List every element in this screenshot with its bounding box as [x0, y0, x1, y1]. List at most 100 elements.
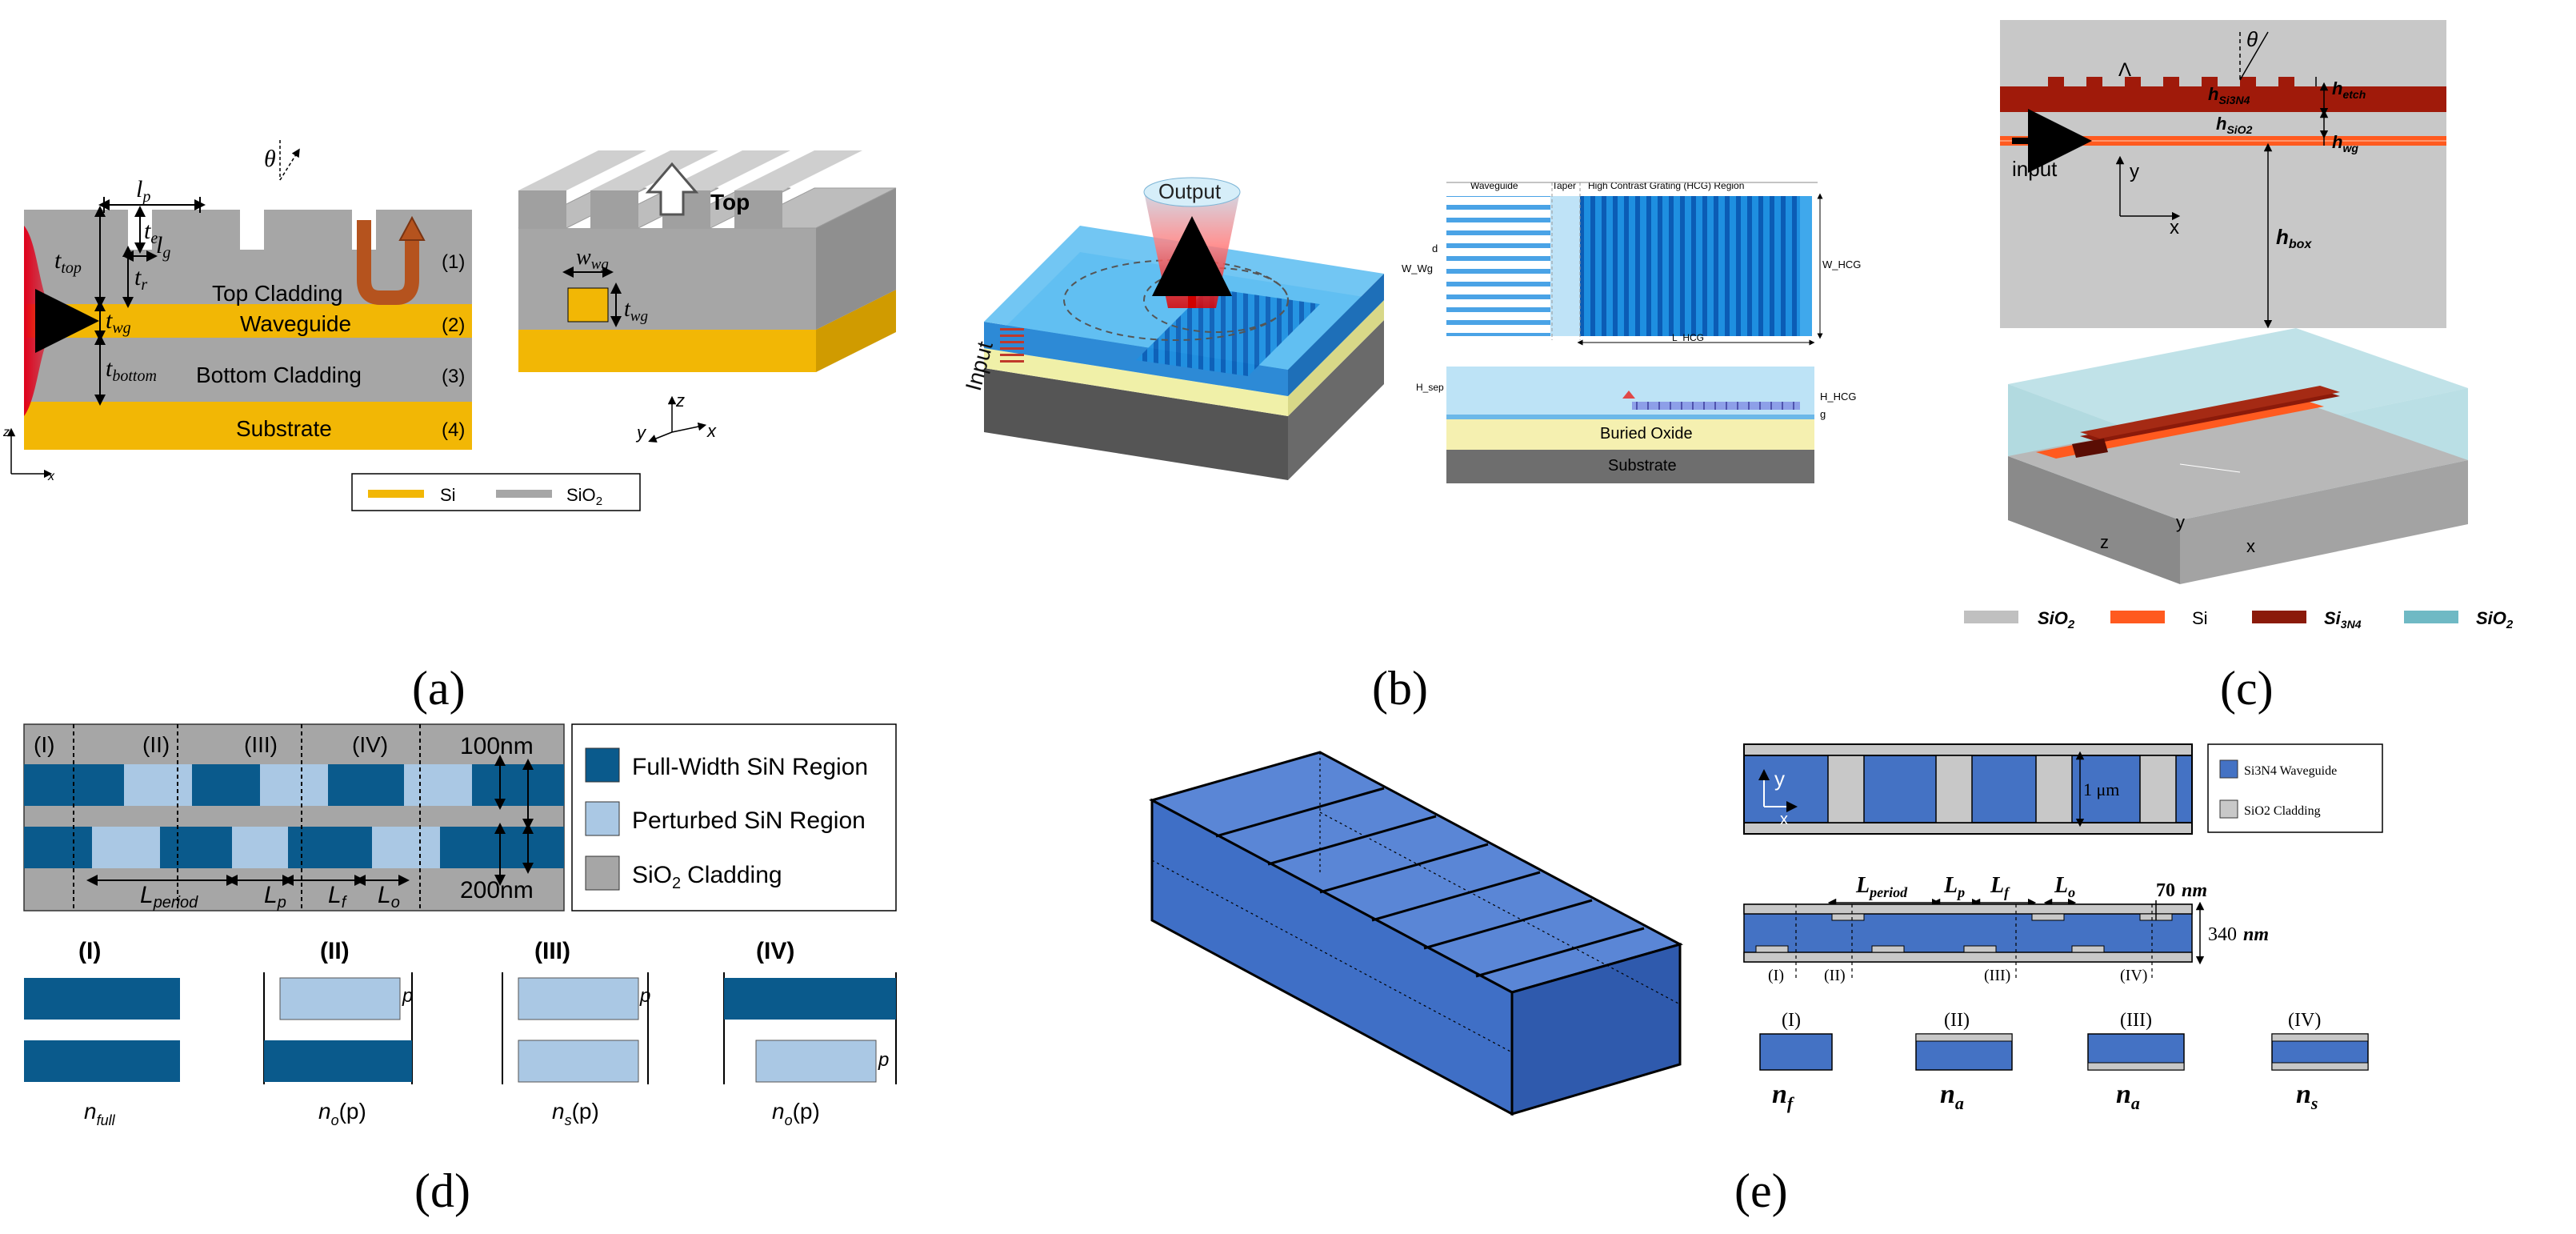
buried-oxide-label: Buried Oxide [1600, 425, 1693, 443]
theta-label-b: θ [1206, 260, 1216, 280]
index-e-1: nf [1772, 1080, 1795, 1113]
index-d-1: nfull [84, 1099, 116, 1128]
label-theta: θ [264, 146, 276, 172]
layer-number-4: (4) [442, 419, 465, 441]
legend-c-sio2-clad-swatch [2404, 611, 2458, 623]
top-arrow-icon [645, 162, 699, 216]
substrate-label-b: Substrate [1608, 457, 1677, 475]
panel-b-3d-device: Output θ g Input [961, 177, 1384, 480]
x-axis-3d-icon [671, 422, 707, 433]
legend-d-cladding-swatch [585, 855, 620, 891]
layer-top-cladding: Top Cladding [212, 281, 342, 306]
legend-si-swatch [368, 490, 424, 498]
middle-3d-waveguide [1149, 751, 1683, 1116]
input-label-c: input [2012, 157, 2058, 181]
cs-d-3-title: (III) [534, 938, 570, 964]
panel-d: (I) (II) (III) (IV) 100nm 200nm Lperiod … [23, 723, 897, 1217]
top-arrow-label: Top [710, 190, 750, 214]
cs-e-2-title: (II) [1944, 1010, 1970, 1031]
y-label-e: y [1774, 767, 1785, 791]
cs-e-3-title: (III) [2120, 1010, 2152, 1031]
h-hcg-label: H_HCG [1820, 391, 1857, 403]
caption-c: (c) [2220, 662, 2274, 715]
panel-a-3d-view: wwg twg Top z y x [518, 150, 897, 443]
panel-a: lp te lg θ ttop tr twg tbottom Top Cladd… [2, 140, 897, 715]
legend-c-si3n4-label: Si3N4 [2324, 608, 2362, 631]
index-e-4: ns [2296, 1080, 2318, 1113]
si3n4-layer [2000, 77, 2446, 112]
panel-c-3d-box: z y x [2008, 328, 2468, 584]
panel-e-legend: Si3N4 Waveguide SiO2 Cladding [2207, 743, 2383, 833]
label-twg-3d: twg [624, 297, 648, 325]
label-h-si3n4: hSi3N4 [2208, 84, 2250, 106]
p-label-d4: p [878, 1049, 889, 1071]
label-h-sio2: hSiO2 [2216, 114, 2253, 136]
legend-d-full-swatch [585, 747, 620, 783]
label-lf-e: Lf [1990, 873, 2010, 900]
w-hcg-label: W_HCG [1822, 258, 1861, 270]
index-d-4: no(p) [772, 1099, 820, 1128]
label-te: te [144, 218, 158, 247]
caption-d: (d) [414, 1164, 470, 1217]
legend-c-sio2-swatch [1964, 611, 2018, 623]
index-e-3: na [2116, 1080, 2140, 1113]
legend-e-wg-label: Si3N4 Waveguide [2244, 764, 2337, 778]
label-tr: tr [134, 264, 147, 294]
panel-e-top-view: y x 1 μm [1743, 743, 2193, 835]
x-axis-label: x [47, 470, 55, 483]
caption-b: (b) [1372, 662, 1428, 715]
label-h-etch: hetch [2332, 78, 2366, 101]
output-label: Output [1158, 179, 1222, 203]
panel-e: y x 1 μm Si3N4 Waveguide SiO2 Cladding L… [1734, 743, 2383, 1217]
legend-c-si3n4-swatch [2252, 611, 2306, 623]
input-marker [1000, 328, 1024, 363]
legend-e-cladding-label: SiO2 Cladding [2244, 804, 2321, 818]
label-twg: twg [106, 307, 131, 337]
caption-e: (e) [1734, 1164, 1788, 1217]
legend-c-sio2-clad-label: SiO2 [2476, 608, 2514, 631]
d-label: d [1432, 242, 1438, 254]
p-label-d3: p [639, 985, 650, 1007]
top-view-waveguide-label: Waveguide [1470, 180, 1518, 191]
x-label-c3d: x [2246, 536, 2255, 556]
y-label-c: y [2130, 161, 2139, 182]
label-lp-e: Lp [1943, 873, 1965, 900]
layer-waveguide: Waveguide [240, 311, 351, 336]
panel-b-side-view: H_sep H_HCG g Buried Oxide Substrate [1416, 367, 1857, 483]
label-tbottom: tbottom [106, 355, 157, 385]
w-wg-label: W_Wg [1402, 262, 1433, 274]
one-um-label: 1 μm [2083, 779, 2119, 799]
top-view-hcg-label: High Contrast Grating (HCG) Region [1588, 180, 1744, 191]
top-view-taper-label: Taper [1552, 180, 1576, 191]
label-h-wg: hwg [2332, 132, 2358, 154]
h-sep-label: H_sep [1416, 382, 1444, 393]
dim-100nm: 100nm [460, 733, 534, 759]
substrate-layer [24, 402, 472, 450]
y-label-c3d: y [2176, 512, 2185, 532]
x-axis-3d-label: x [706, 421, 717, 441]
label-lp-d: Lp [264, 882, 286, 911]
panel-c-cross-section: input θ Λ hSi3N4 hetch hSiO2 hwg hbox y … [2000, 20, 2446, 329]
lambda-label: Λ [2118, 59, 2131, 81]
x-label-c: x [2170, 217, 2179, 238]
panel-b: Output θ g Input Waveguide Taper High Co… [961, 177, 1861, 715]
legend-si-label: Si [440, 485, 456, 505]
index-d-3: ns(p) [552, 1099, 599, 1128]
legend-sio2-swatch [496, 490, 552, 498]
panel-d-cross-sections: (I) (II) (III) (IV) p p p nfull no(p) ns… [24, 938, 897, 1128]
cladding-segments-e [1827, 755, 2177, 823]
cs-e-4-title: (IV) [2288, 1010, 2321, 1031]
reflection-arrow-icon [357, 220, 419, 305]
legend-e-wg-swatch [2219, 759, 2238, 779]
label-ttop: ttop [54, 247, 82, 277]
perturbed-segments-bottom [92, 827, 440, 868]
cs-d-4-title: (IV) [756, 938, 794, 964]
label-h-box: hbox [2276, 225, 2312, 251]
region-d-1: (I) [34, 732, 54, 757]
region-e-3: (III) [1984, 967, 2010, 984]
l-hcg-label: L_HCG [1672, 332, 1704, 343]
